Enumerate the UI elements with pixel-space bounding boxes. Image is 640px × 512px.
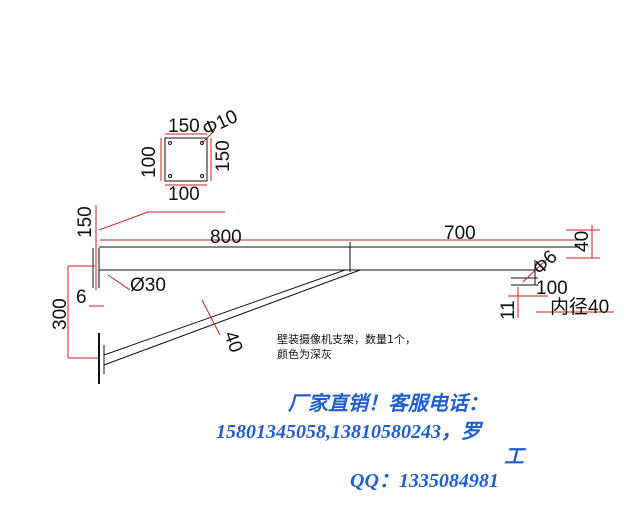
left-6-label: 6 xyxy=(76,287,87,308)
bracket-body xyxy=(92,242,580,384)
plate-hole xyxy=(168,141,172,145)
end-100-label: 100 xyxy=(536,278,568,299)
plate-hole xyxy=(200,174,204,178)
leader-line xyxy=(522,255,551,283)
brace-line xyxy=(103,269,361,366)
note-line-2: 颜色为深灰 xyxy=(277,347,332,361)
brace-40-label: 40 xyxy=(219,329,246,356)
left-300-label: 300 xyxy=(50,298,71,330)
inner-dia-label: 内径40 xyxy=(550,296,609,318)
promo-line-2: 15801345058,13810580243，罗 xyxy=(216,421,484,443)
plate-bottom-label: 100 xyxy=(168,184,200,205)
leader-line xyxy=(107,274,131,291)
arm-700-label: 700 xyxy=(444,223,476,244)
leader-line xyxy=(201,299,221,336)
plate-hole xyxy=(168,174,172,178)
arm-800-label: 800 xyxy=(210,227,242,248)
mounting-plate-detail: 150 Φ10 100 150 100 xyxy=(139,106,241,205)
note-line-1: 壁装摄像机支架，数量1个， xyxy=(277,332,416,346)
plate-left-label: 100 xyxy=(139,146,160,178)
brace-line xyxy=(103,269,346,356)
end-dia-label: Φ6 xyxy=(529,246,562,279)
promo-line-3: 工 xyxy=(504,446,527,468)
height-150-label: 150 xyxy=(75,206,96,238)
leader-line xyxy=(201,129,216,144)
mounting-plate xyxy=(164,137,208,182)
tube-dia-label: Ø30 xyxy=(130,275,166,296)
plate-hole xyxy=(200,141,204,145)
promo-line-4: QQ：1335084981 xyxy=(350,470,499,492)
promo-line-1: 厂家直销！客服电话： xyxy=(287,392,488,415)
plate-top-label: 150 xyxy=(168,116,200,137)
end-40-label: 40 xyxy=(572,231,593,252)
leader-line xyxy=(98,211,149,231)
plate-hole-label: Φ10 xyxy=(199,106,241,140)
small-11-label: 11 xyxy=(498,300,519,320)
plate-right-label: 150 xyxy=(213,140,234,172)
